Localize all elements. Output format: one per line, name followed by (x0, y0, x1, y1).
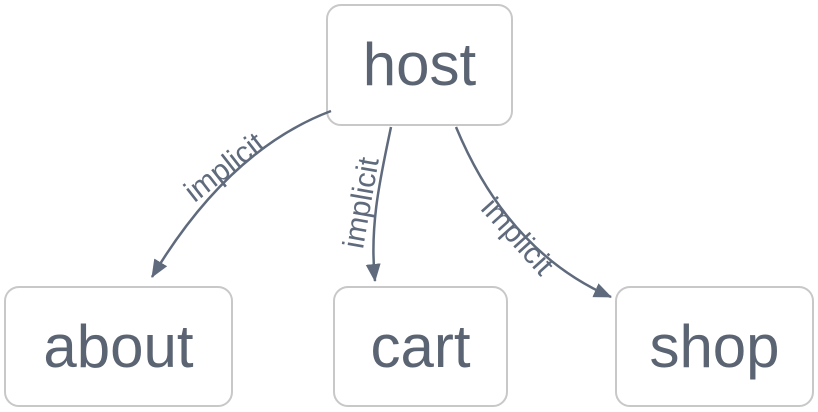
edge-label-host-cart: implicit (337, 154, 386, 251)
edge-label-host-shop: implicit (474, 191, 561, 282)
node-about-label: about (43, 312, 194, 380)
node-cart: cart (333, 286, 508, 407)
node-shop-label: shop (649, 312, 780, 380)
node-host: host (326, 4, 513, 126)
node-shop: shop (615, 286, 814, 407)
node-host-label: host (362, 31, 477, 98)
node-about: about (4, 286, 233, 407)
edge-label-host-about: implicit (178, 126, 271, 209)
node-cart-label: cart (370, 312, 471, 380)
